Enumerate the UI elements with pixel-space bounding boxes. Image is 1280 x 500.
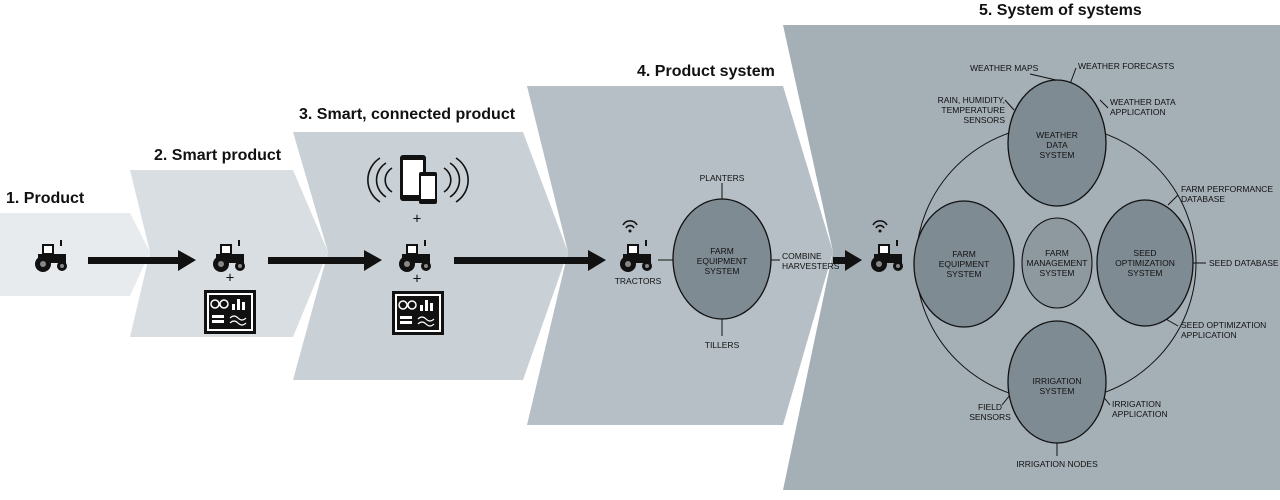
field-sensors-label: FIELD SENSORS — [969, 402, 1011, 422]
stage-3-band — [293, 132, 568, 380]
stage-title: 5. System of systems — [979, 2, 1142, 19]
rain-sensors-label: RAIN, HUMIDITY, TEMPERATURE SENSORS — [937, 95, 1005, 125]
irrigation-label: IRRIGATION SYSTEM — [1032, 376, 1082, 396]
plus-sign: + — [412, 270, 422, 288]
dashboard-icon — [391, 290, 445, 336]
arrow-1-2 — [88, 250, 196, 271]
stage-title: 1. Product — [6, 190, 85, 207]
dashboard-icon — [203, 289, 257, 335]
tillers-label: TILLERS — [704, 340, 740, 350]
stage-title: 4. Product system — [637, 63, 775, 80]
arrow-2-3 — [268, 250, 382, 271]
farm-performance-database-label: FARM PERFORMANCE DATABASE — [1181, 184, 1274, 204]
stage-title: 3. Smart, connected product — [299, 106, 516, 123]
seed-optimization-application-label: SEED OPTIMIZATION APPLICATION — [1181, 320, 1267, 340]
arrow-3-4 — [454, 250, 606, 271]
weather-data-node — [1007, 79, 1107, 207]
stage-title: 2. Smart product — [154, 147, 282, 164]
wireless-signal-icon — [367, 157, 469, 203]
planters-label: PLANTERS — [699, 173, 745, 183]
arrow-4-5 — [833, 250, 862, 271]
tractors-label: TRACTORS — [614, 276, 662, 286]
combine-harvesters-label: COMBINE HARVESTERS — [782, 251, 840, 271]
farm-management-label: FARM MANAGEMENT SYSTEM — [1026, 248, 1088, 278]
seed-optimization-label: SEED OPTIMIZATION SYSTEM — [1115, 248, 1175, 278]
weather-maps-label: WEATHER MAPS — [970, 63, 1039, 73]
seed-database-label: SEED DATABASE — [1209, 258, 1279, 268]
irrigation-nodes-label: IRRIGATION NODES — [1016, 459, 1098, 469]
farm-equipment-node — [913, 200, 1015, 328]
plus-sign: + — [225, 269, 235, 287]
farm-management-node — [1021, 217, 1093, 309]
irrigation-application-label: IRRIGATION APPLICATION — [1112, 399, 1168, 419]
farm-equipment-label: FARM EQUIPMENT SYSTEM — [696, 246, 748, 276]
seed-optimization-node — [1096, 199, 1194, 327]
weather-data-label: WEATHER DATA SYSTEM — [1036, 130, 1078, 160]
smartphone-icon — [400, 155, 437, 204]
irrigation-node — [1007, 320, 1107, 444]
weather-forecasts-label: WEATHER FORECASTS — [1078, 61, 1175, 71]
farm-equipment-node — [672, 198, 772, 320]
stage-1-band — [0, 213, 150, 296]
plus-sign: + — [412, 210, 422, 228]
farm-equipment-label: FARM EQUIPMENT SYSTEM — [938, 249, 990, 279]
weather-data-application-label: WEATHER DATA APPLICATION — [1110, 97, 1176, 117]
